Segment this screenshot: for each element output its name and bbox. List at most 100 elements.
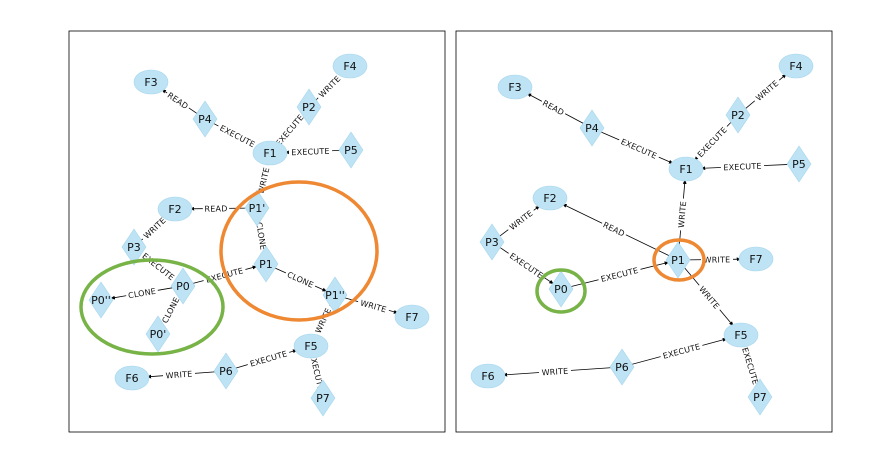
edge-label-backdrop (215, 121, 260, 151)
process-node-shape (170, 267, 196, 305)
edge-label-backdrop (738, 343, 763, 389)
process-node-shape (244, 189, 270, 227)
edge-label-p1-to-f7: WRITE (700, 253, 734, 266)
file-node-shape (293, 333, 329, 359)
edge-label-backdrop (504, 205, 538, 235)
node-label: P1' (249, 202, 266, 215)
file-node-shape (157, 196, 193, 222)
edge-label-backdrop (599, 218, 629, 240)
node-label: P5 (792, 158, 806, 171)
node-label: P0 (176, 280, 190, 293)
edge-label-backdrop (283, 267, 318, 292)
node-p7: P7 (747, 378, 773, 416)
file-node-shape (252, 140, 288, 166)
node-label: P4 (198, 113, 212, 126)
node-label: F5 (304, 340, 317, 353)
node-f1: F1 (668, 156, 704, 182)
edge-label-backdrop (139, 213, 170, 243)
node-f2: F2 (157, 196, 193, 222)
node-p4: P4 (579, 109, 605, 147)
node-label: P6 (219, 365, 233, 378)
process-node-shape (192, 100, 218, 138)
edge-label-backdrop (694, 281, 725, 314)
node-label: P0 (554, 283, 568, 296)
node-f1: F1 (252, 140, 288, 166)
node-label: F3 (508, 81, 521, 94)
edge-label-backdrop (505, 248, 548, 283)
node-p2: P2 (725, 96, 751, 134)
edge-label-backdrop (597, 263, 642, 286)
process-node-shape (579, 109, 605, 147)
edge-label-p5-to-f1: EXECUTE (288, 145, 333, 158)
process-node-shape (145, 315, 171, 353)
node-label: F1 (679, 163, 692, 176)
process-node-shape (747, 378, 773, 416)
edge-label-backdrop (271, 109, 308, 151)
edge-label-backdrop (162, 367, 196, 382)
file-node-shape (394, 304, 430, 330)
right-graph-panel: READEXECUTEWRITEEXECUTEEXECUTEWRITEREADW… (455, 30, 833, 433)
node-p5: P5 (338, 131, 364, 169)
process-node-shape (786, 145, 812, 183)
node-p0: P0 (548, 270, 574, 308)
process-node-shape (296, 88, 322, 126)
node-f4: F4 (778, 53, 814, 79)
edge-label-text: WRITE (677, 201, 688, 228)
node-label: P2 (302, 101, 316, 114)
node-p1: P1 (665, 241, 691, 279)
edge-label-backdrop (138, 248, 179, 285)
node-label: F1 (263, 147, 276, 160)
node-label: P1 (259, 258, 273, 271)
node-p7: P7 (310, 379, 336, 417)
edge-label-backdrop (675, 198, 689, 231)
edge-label-p1-to-p1p: CLONE (253, 219, 270, 253)
node-label: P0'' (91, 294, 111, 307)
node-f7: F7 (738, 246, 774, 272)
node-p6: P6 (609, 348, 635, 386)
edge-label-backdrop (693, 122, 731, 162)
node-f6: F6 (470, 363, 506, 389)
edge-label-p6-to-f6: WRITE (162, 367, 196, 382)
node-label: F6 (481, 370, 494, 383)
edge-label-backdrop (617, 134, 661, 163)
node-p0p: P0' (145, 315, 171, 353)
edge-label-backdrop (158, 293, 183, 327)
node-label: F5 (734, 329, 747, 342)
node-p0: P0 (170, 267, 196, 305)
edge-label-text: EXECUTE (723, 162, 762, 173)
node-label: P7 (753, 391, 767, 404)
process-node-shape (213, 352, 239, 390)
edge-label-backdrop (539, 96, 568, 119)
left-graph-panel: READEXECUTEWRITEEXECUTEEXECUTEWRITEREADW… (68, 30, 446, 433)
node-label: F7 (405, 311, 418, 324)
edge-label-backdrop (288, 145, 333, 158)
node-p3: P3 (121, 228, 147, 266)
file-node-shape (532, 185, 568, 211)
edge-label-text: READ (204, 204, 227, 213)
node-label: P3 (485, 236, 499, 249)
node-f4: F4 (332, 53, 368, 79)
node-p1pp: P1'' (322, 276, 348, 314)
edge-label-backdrop (125, 284, 159, 302)
process-node-shape (479, 223, 505, 261)
process-node-shape (665, 241, 691, 279)
edge-label-backdrop (202, 202, 230, 215)
edge-label-p5-to-f1: EXECUTE (720, 160, 765, 173)
highlight-ring-p0 (535, 268, 587, 314)
edge-label-text: WRITE (541, 367, 568, 378)
edge-label-backdrop (659, 340, 704, 362)
file-node-shape (114, 365, 150, 391)
edge-label-backdrop (311, 303, 335, 338)
node-p3: P3 (479, 223, 505, 261)
node-label: F2 (543, 192, 556, 205)
node-p1p: P1' (244, 189, 270, 227)
highlight-ring-p0 (79, 258, 225, 356)
node-label: F4 (789, 60, 802, 73)
file-node-shape (332, 53, 368, 79)
edge-label-backdrop (253, 219, 270, 253)
edge-label-backdrop (254, 163, 273, 198)
file-node-shape (133, 69, 169, 95)
node-label: F6 (125, 372, 138, 385)
